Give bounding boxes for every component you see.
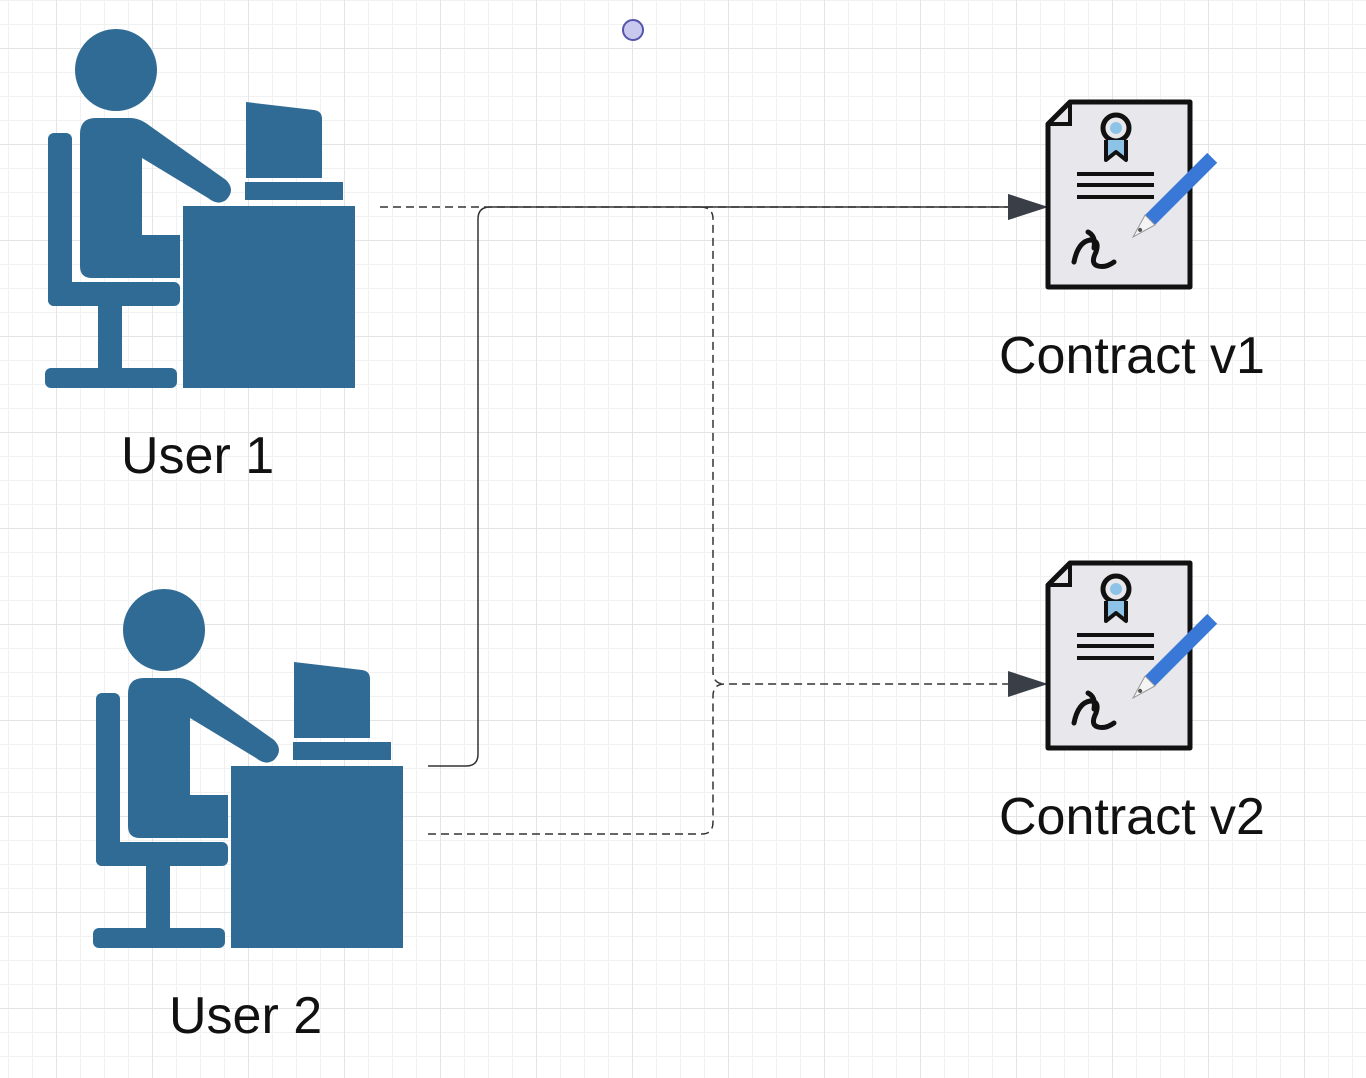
user1-label: User 1	[121, 427, 275, 485]
connector-user2-to-contract-v2[interactable]	[428, 671, 1048, 835]
connector-jump-segment	[699, 206, 726, 685]
connector-user2-to-contract-v1[interactable]	[428, 194, 1048, 767]
contract-v1-label: Contract v1	[999, 327, 1265, 385]
contract-v1-icon[interactable]	[1048, 102, 1217, 287]
user2-computer-icon[interactable]	[93, 589, 403, 948]
user1-computer-icon[interactable]	[45, 29, 355, 388]
user2-label: User 2	[169, 987, 323, 1045]
connector-handle[interactable]	[622, 19, 644, 41]
contract-v2-icon[interactable]	[1048, 563, 1217, 748]
contract-v2-label: Contract v2	[999, 788, 1265, 846]
